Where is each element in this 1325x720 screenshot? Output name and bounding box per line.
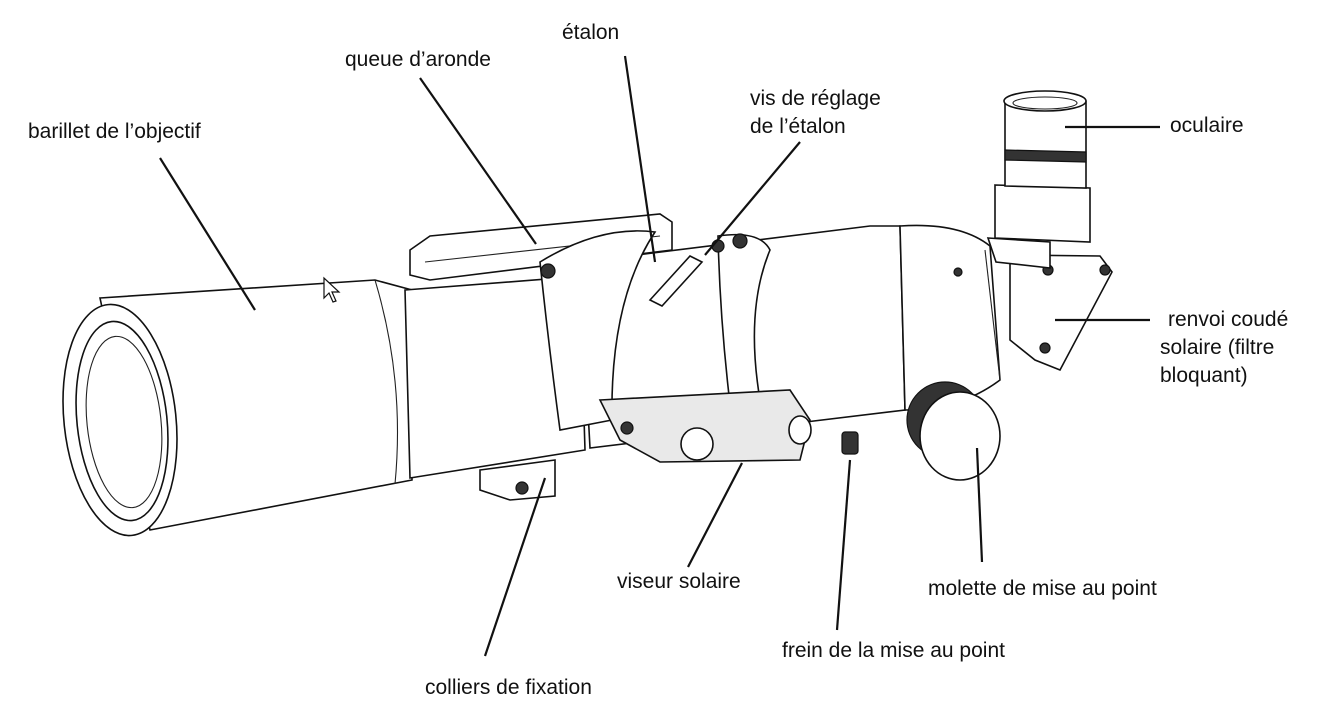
label-diagonal-line3: bloquant): [1160, 364, 1248, 387]
focus-knob: [906, 381, 1001, 481]
leader-etalon: [623, 55, 657, 263]
label-etalon: étalon: [562, 21, 620, 44]
label-focus-knob: molette de mise au point: [928, 577, 1157, 600]
leader-sun-finder: [687, 462, 743, 568]
tube-rings: [479, 230, 771, 501]
leader-tube-rings: [483, 477, 547, 657]
solar-diagonal: [986, 237, 1113, 372]
label-dovetail: queue d’aronde: [345, 48, 491, 71]
eyepiece: [994, 90, 1091, 243]
label-focus-lock: frein de la mise au point: [782, 639, 1005, 662]
leader-objective-cell: [159, 157, 256, 311]
label-etalon-tuner-line2: de l’étalon: [750, 115, 846, 138]
label-diagonal-line1: renvoi coudé: [1168, 308, 1289, 331]
label-objective-cell: barillet de l’objectif: [28, 120, 201, 143]
label-sun-finder: viseur solaire: [617, 570, 741, 593]
leader-lines: [159, 55, 1160, 657]
leader-etalon-tuner: [704, 141, 801, 256]
leader-focus-knob: [975, 447, 984, 563]
label-diagonal-line2: solaire (filtre: [1160, 336, 1275, 359]
leader-focus-lock: [835, 459, 852, 631]
label-tube-rings: colliers de fixation: [425, 676, 592, 699]
dew-shield: [62, 279, 413, 537]
sun-finder: [598, 389, 812, 463]
mouse-cursor-icon: [323, 276, 341, 303]
focus-lock-screw: [841, 431, 859, 455]
label-eyepiece: oculaire: [1170, 114, 1244, 137]
leader-dovetail: [419, 77, 537, 245]
label-etalon-tuner-line1: vis de réglage: [750, 87, 881, 110]
